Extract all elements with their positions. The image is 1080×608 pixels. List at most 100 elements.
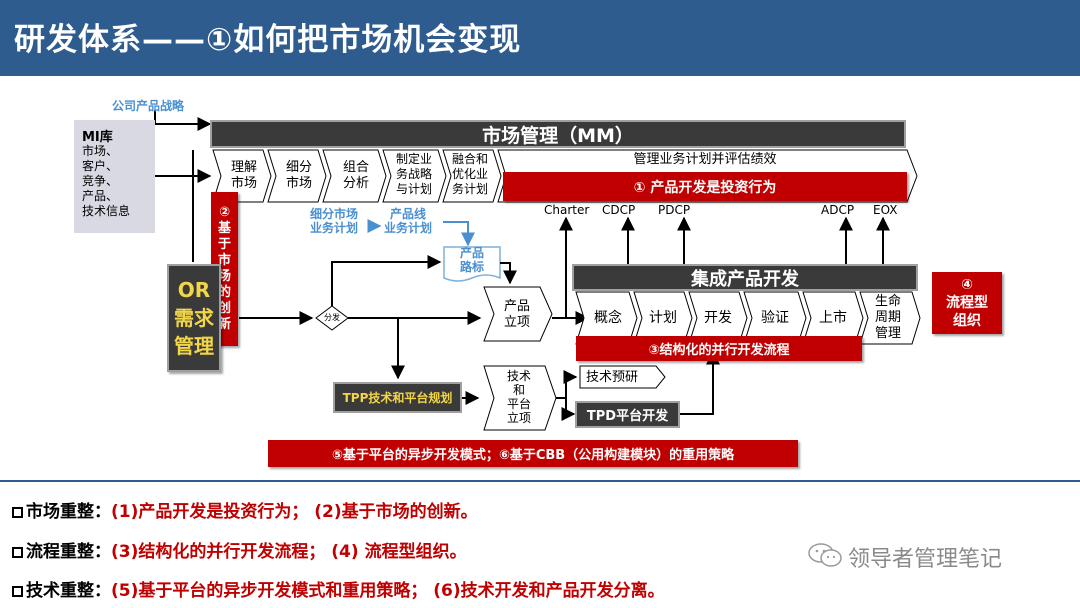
mm-step-6: 管理业务计划并评估绩效 <box>633 152 777 167</box>
connector-line-roadmap <box>443 221 475 247</box>
connector-tech-tpd <box>556 397 576 421</box>
summary-text: (3)结构化的并行开发流程； (4) 流程型组织。 <box>111 542 467 562</box>
split-label: 分发 <box>324 313 340 322</box>
platform-strategy-bar: ⑤基于平台的异步开发模式；⑥基于CBB（公用构建模块）的重用策略 <box>268 440 798 467</box>
mm-step-line: 市场 <box>285 176 312 191</box>
divider <box>0 480 1080 482</box>
ipd-phase-concept: 概念 <box>594 310 622 326</box>
mm-step-line: 优化业 <box>451 167 488 181</box>
mm-step-line: 组合 <box>342 160 369 175</box>
line-plan-label: 产品线 业务计划 <box>384 207 432 235</box>
tech-research-label: 技术预研 <box>586 370 639 385</box>
line-plan-line: 产品线 <box>390 207 427 221</box>
checkbox-icon <box>12 586 23 597</box>
product-init-line: 产品 <box>503 299 530 314</box>
connector-split-roadmap <box>331 255 442 306</box>
connector-tpd-ipd <box>680 350 720 415</box>
mm-step-1: 理解市场 <box>226 160 262 192</box>
tech-init-line: 立项 <box>506 411 531 425</box>
process-org-line: 组织 <box>953 313 981 329</box>
segment-plan-label: 细分市场 业务计划 <box>310 207 358 235</box>
tech-init-label: 技术 和 平台 立项 <box>494 369 544 425</box>
milestone-pdcp: PDCP <box>658 203 691 217</box>
innovation-char: ② <box>218 205 230 220</box>
innovation-char: 场 <box>217 269 231 284</box>
mm-step-line: 务计划 <box>451 182 488 196</box>
summary-text: (1)产品开发是投资行为； (2)基于市场的创新。 <box>111 502 478 522</box>
product-init-line: 立项 <box>503 315 530 330</box>
mi-line: 市场、 <box>82 144 119 158</box>
mm-step-line: 分析 <box>342 176 369 191</box>
checkbox-icon <box>12 507 23 518</box>
summary-process: 流程重整：(3)结构化的并行开发流程； (4) 流程型组织。 <box>12 537 467 562</box>
mi-library-title: MI库 <box>82 130 113 145</box>
product-init-label: 产品 立项 <box>494 299 540 331</box>
innovation-char: 创 <box>217 301 231 316</box>
ipd-phase-launch: 上市 <box>819 310 847 326</box>
summary-market: 市场重整：(1)产品开发是投资行为； (2)基于市场的创新。 <box>12 497 478 522</box>
tpp-box: TPP技术和平台规划 <box>333 382 462 413</box>
roadmap-line: 产品 <box>459 246 484 260</box>
summary-text: (5)基于平台的异步开发模式和重用策略； (6)技术开发和产品开发分离。 <box>111 581 665 601</box>
innovation-char: 新 <box>217 317 231 332</box>
roadmap-box <box>443 246 501 282</box>
mi-line: 客户、 <box>82 159 119 173</box>
summary-label: 技术重整： <box>26 581 111 601</box>
structured-flow-bar: ③结构化的并行开发流程 <box>576 336 862 361</box>
tech-init-line: 技术 <box>506 369 531 383</box>
tech-init-chevron <box>483 365 557 431</box>
connector-strategy-mm <box>154 110 212 131</box>
mi-line: 竞争、 <box>82 174 119 188</box>
innovation-char: 的 <box>217 285 231 300</box>
line-plan-line: 业务计划 <box>384 221 433 235</box>
ipd-phase-lifecycle: 生命 周期 管理 <box>866 294 910 342</box>
process-org-box: ④ 流程型 组织 <box>932 272 1002 334</box>
investment-bar: ① 产品开发是投资行为 <box>503 172 907 201</box>
lifecycle-line: 管理 <box>874 326 901 341</box>
tech-init-line: 和 <box>512 383 525 397</box>
mi-line: 技术信息 <box>82 204 131 218</box>
or-line: 需求 <box>174 306 214 330</box>
mi-library-lines: 市场、 客户、 竞争、 产品、 技术信息 <box>82 144 130 219</box>
mm-step-3: 组合分析 <box>336 160 376 192</box>
roadmap-line: 路标 <box>459 260 484 274</box>
milestone-charter: Charter <box>544 203 590 217</box>
tech-init-line: 平台 <box>506 397 531 411</box>
innovation-char: 于 <box>217 237 231 252</box>
mm-step-line: 融合和 <box>451 152 488 166</box>
mm-step-line: 与计划 <box>395 182 432 196</box>
segment-plan-line: 业务计划 <box>310 221 359 235</box>
milestone-eox: EOX <box>873 203 898 217</box>
roadmap-label: 产品 路标 <box>444 246 500 274</box>
innovation-char: 基 <box>217 221 231 236</box>
mm-step-line: 务战略 <box>395 167 432 181</box>
or-requirement-box: OR 需求 管理 <box>167 264 221 372</box>
ipd-phase-plan: 计划 <box>649 310 677 326</box>
watermark-text: 领导者管理笔记 <box>848 547 1003 572</box>
wechat-icon <box>808 542 842 568</box>
segment-plan-line: 细分市场 <box>310 207 359 221</box>
ipd-phase-develop: 开发 <box>704 310 732 326</box>
tpd-box: TPD平台开发 <box>575 401 680 428</box>
summary-label: 流程重整： <box>26 542 111 562</box>
lifecycle-line: 周期 <box>874 310 901 325</box>
ipd-title-bar: 集成产品开发 <box>572 264 918 291</box>
connector-roadmap-product <box>500 262 517 285</box>
mi-library-panel <box>74 120 155 233</box>
tech-research-chevron <box>579 365 666 389</box>
mm-step-line: 细分 <box>285 160 312 175</box>
innovation-char: 市 <box>217 253 231 268</box>
ipd-phase-chevrons <box>575 291 921 345</box>
or-line: 管理 <box>174 334 214 358</box>
ipd-phase-verify: 验证 <box>761 310 789 326</box>
connector-tech-research <box>556 370 578 399</box>
mm-step-line: 市场 <box>230 176 257 191</box>
summary-tech: 技术重整：(5)基于平台的异步开发模式和重用策略； (6)技术开发和产品开发分离… <box>12 576 665 601</box>
process-org-line: ④ <box>961 277 973 293</box>
milestone-adcp: ADCP <box>821 203 855 217</box>
mm-step-line: 理解 <box>230 160 257 175</box>
product-init-chevron <box>483 286 553 342</box>
checkbox-icon <box>12 547 23 558</box>
mm-step-5: 融合和优化业务计划 <box>447 152 493 197</box>
summary-label: 市场重整： <box>26 502 111 522</box>
